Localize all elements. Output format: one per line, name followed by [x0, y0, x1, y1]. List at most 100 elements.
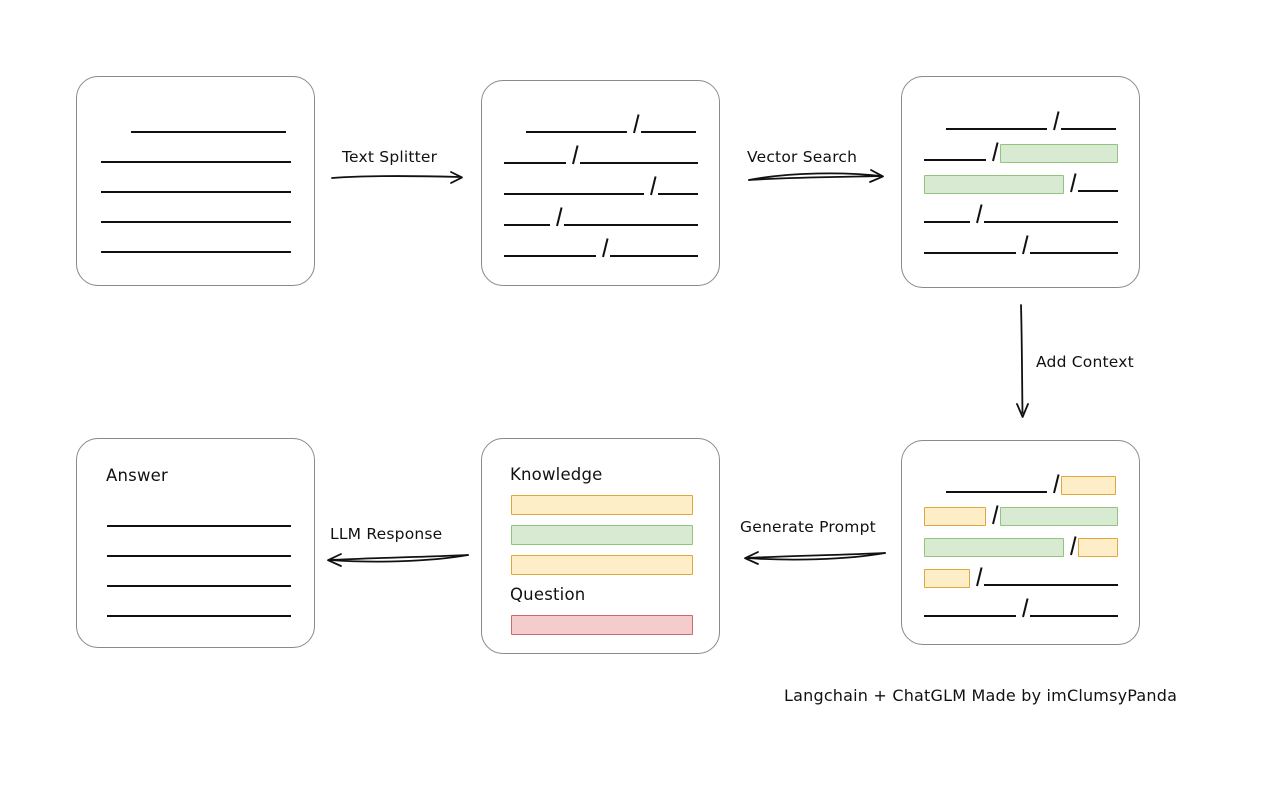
slash-separator: [550, 206, 564, 226]
text-line-segment: [1078, 190, 1118, 192]
slash-separator: [644, 175, 658, 195]
text-line-segment: [131, 131, 286, 133]
footer-credit: Langchain + ChatGLM Made by imClumsyPand…: [784, 686, 1178, 705]
arrow-generate-prompt: [744, 551, 886, 565]
text-line-segment: [1030, 252, 1118, 254]
edge-label-text-splitter: Text Splitter: [342, 148, 438, 166]
arrow-llm-response: [327, 553, 469, 567]
edge-label-generate-prompt: Generate Prompt: [740, 518, 876, 536]
text-line-segment: [107, 525, 291, 527]
chunk-row: [902, 110, 1139, 130]
knowledge-bar: [511, 525, 693, 545]
slash-separator: [596, 237, 610, 257]
answer-card[interactable]: Answer: [76, 438, 315, 648]
arrow-text-splitter: [331, 171, 463, 184]
slash-separator: [1016, 597, 1030, 617]
knowledge-bar: [511, 495, 693, 515]
matched-chunk-highlight: [1000, 507, 1118, 526]
text-line-segment: [101, 191, 291, 193]
knowledge-label: Knowledge: [510, 465, 603, 484]
document-line: [77, 143, 314, 163]
answer-line: [77, 507, 314, 527]
chunk-row: [482, 237, 719, 257]
edge-label-vector-search: Vector Search: [747, 148, 858, 166]
chunk-row: [902, 566, 1139, 588]
question-bar: [511, 615, 693, 635]
edge-label-add-context: Add Context: [1036, 353, 1134, 371]
chunk-row: [482, 206, 719, 226]
split-document-card[interactable]: [481, 80, 720, 286]
matched-document-card[interactable]: [901, 76, 1140, 288]
context-chunk-highlight: [1061, 476, 1116, 495]
answer-line: [77, 567, 314, 587]
text-line-segment: [984, 221, 1118, 223]
document-line: [77, 173, 314, 193]
slash-separator: [1016, 234, 1030, 254]
text-line-segment: [946, 128, 1047, 130]
text-line-segment: [924, 159, 986, 161]
text-line-segment: [526, 131, 627, 133]
chunk-row: [902, 141, 1139, 163]
text-line-segment: [101, 161, 291, 163]
document-line: [77, 203, 314, 223]
slash-separator: [566, 144, 580, 164]
matched-chunk-highlight: [1000, 144, 1118, 163]
text-line-segment: [924, 252, 1016, 254]
text-line-segment: [641, 131, 696, 133]
text-line-segment: [924, 221, 970, 223]
text-line-segment: [924, 615, 1016, 617]
text-line-segment: [504, 193, 644, 195]
chunk-row: [902, 203, 1139, 223]
text-line-segment: [101, 251, 291, 253]
text-line-segment: [1030, 615, 1118, 617]
answer-line: [77, 537, 314, 557]
document-line: [77, 233, 314, 253]
text-line-segment: [984, 584, 1118, 586]
chunk-row: [902, 473, 1139, 495]
chunk-row: [902, 234, 1139, 254]
context-chunk-highlight: [1078, 538, 1118, 557]
arrow-add-context: [1016, 304, 1029, 418]
prompt-card[interactable]: Knowledge Question: [481, 438, 720, 654]
slash-separator: [986, 141, 1000, 161]
text-line-segment: [101, 221, 291, 223]
slash-separator: [970, 566, 984, 586]
answer-label: Answer: [106, 466, 168, 485]
context-chunk-highlight: [924, 507, 986, 526]
text-line-segment: [107, 615, 291, 617]
question-label: Question: [510, 585, 586, 604]
chunk-row: [902, 172, 1139, 194]
slash-separator: [1064, 535, 1078, 555]
text-line-segment: [946, 491, 1047, 493]
slash-separator: [627, 113, 641, 133]
text-line-segment: [610, 255, 698, 257]
slash-separator: [970, 203, 984, 223]
slash-separator: [986, 504, 1000, 524]
answer-line: [77, 597, 314, 617]
document-line: [77, 113, 314, 133]
text-line-segment: [580, 162, 698, 164]
text-line-segment: [658, 193, 698, 195]
chunk-row: [482, 175, 719, 195]
knowledge-bar: [511, 555, 693, 575]
slash-separator: [1064, 172, 1078, 192]
slash-separator: [1047, 110, 1061, 130]
text-line-segment: [564, 224, 698, 226]
text-line-segment: [107, 585, 291, 587]
context-document-card[interactable]: [901, 440, 1140, 645]
context-chunk-highlight: [924, 569, 970, 588]
text-line-segment: [504, 224, 550, 226]
edge-label-llm-response: LLM Response: [330, 525, 443, 543]
chunk-row: [902, 504, 1139, 526]
matched-chunk-highlight: [924, 175, 1064, 194]
slash-separator: [1047, 473, 1061, 493]
arrow-vector-search: [748, 169, 884, 183]
text-line-segment: [504, 162, 566, 164]
source-document-card[interactable]: [76, 76, 315, 286]
text-line-segment: [504, 255, 596, 257]
chunk-row: [482, 144, 719, 164]
chunk-row: [902, 597, 1139, 617]
chunk-row: [482, 113, 719, 133]
text-line-segment: [107, 555, 291, 557]
